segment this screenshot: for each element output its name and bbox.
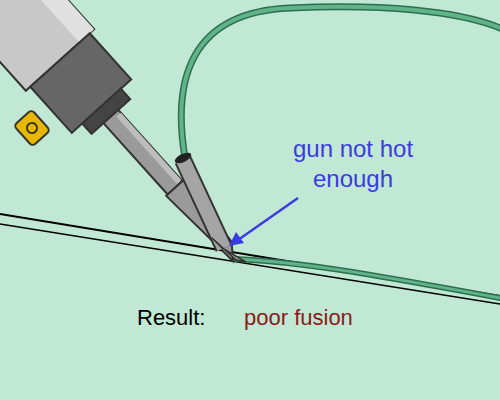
feed-tube-opening: [173, 151, 193, 166]
leader-arrow: [238, 198, 298, 240]
feed-tube: [183, 160, 224, 248]
welding-gun: [0, 0, 272, 288]
result-value: poor fusion: [244, 304, 404, 332]
welding-rod-bead: [236, 259, 500, 298]
result-label: Result:: [137, 304, 237, 332]
callout-label: gun not hot enough: [268, 134, 438, 194]
feed-tube: [183, 160, 224, 248]
sheet-edge: [0, 224, 500, 304]
gun-knob: [14, 110, 51, 147]
welding-rod-bead: [236, 259, 500, 298]
arrowhead: [229, 232, 244, 246]
